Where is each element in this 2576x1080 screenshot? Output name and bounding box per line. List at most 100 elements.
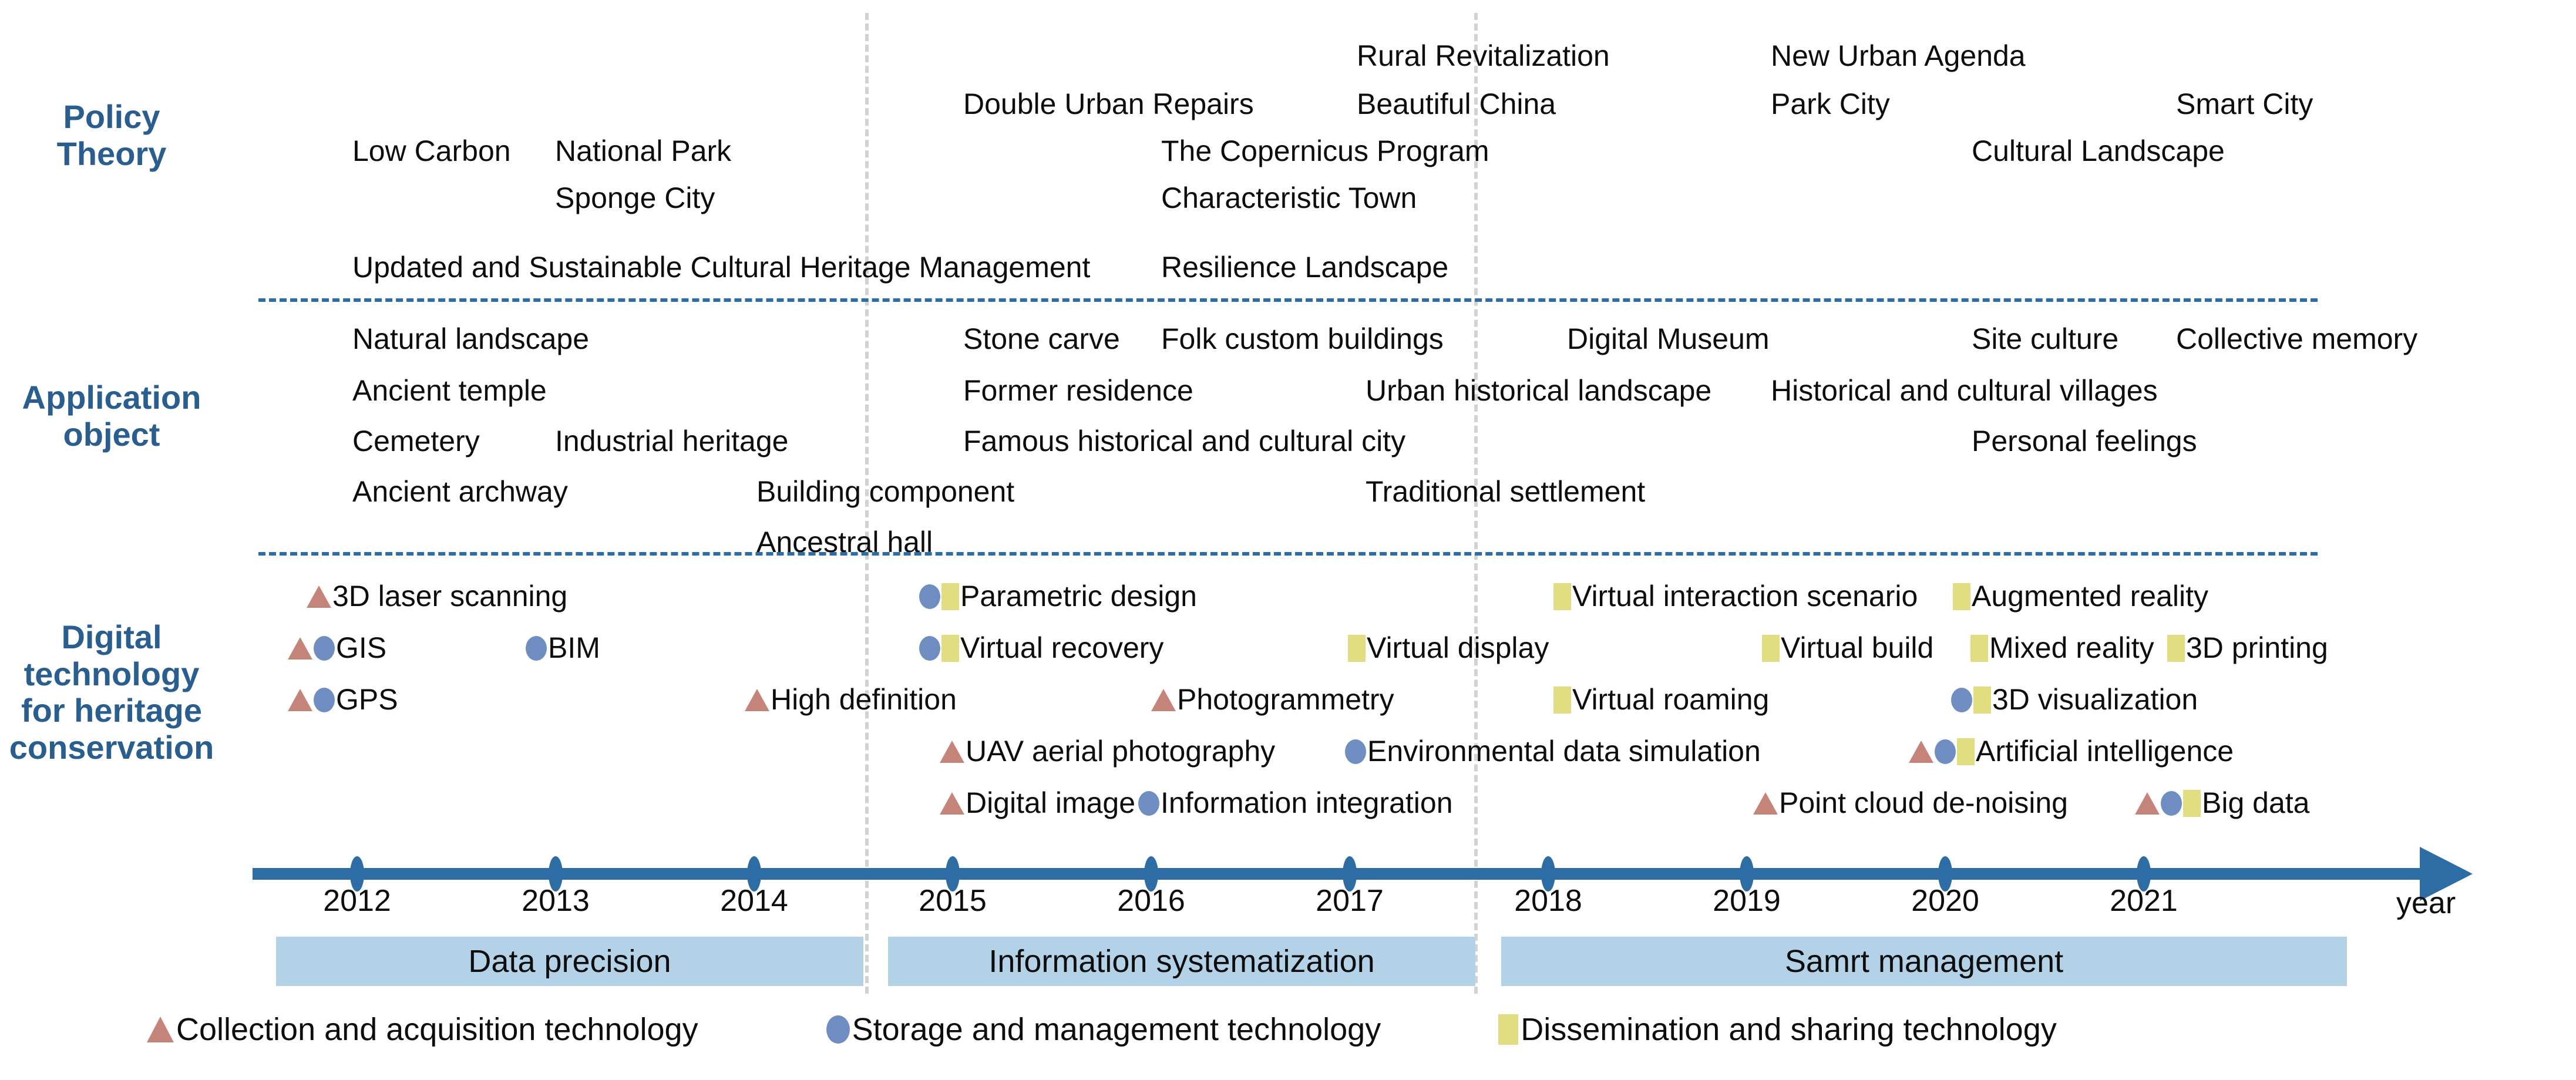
legend-item: Collection and acquisition technology: [147, 1011, 698, 1048]
timeline-tick: [747, 856, 761, 891]
axis-label-year: year: [2396, 886, 2456, 920]
digital-technology-item-label: High definition: [771, 683, 957, 716]
application-item: Building component: [756, 475, 1015, 508]
square-marker-icon: [2183, 789, 2201, 817]
legend: Collection and acquisition technology Sto…: [147, 1011, 2437, 1048]
digital-technology-item: Mixed reality: [1970, 633, 2154, 664]
timeline-tick: [350, 856, 364, 891]
square-marker-icon: [1348, 634, 1366, 662]
application-item: Historical and cultural villages: [1771, 374, 2158, 407]
policy-item: Cultural Landscape: [1972, 134, 2225, 167]
legend-item: Dissemination and sharing technology: [1498, 1011, 2057, 1048]
digital-technology-item: Virtual build: [1762, 633, 1933, 664]
application-item: Site culture: [1972, 322, 2119, 355]
digital-technology-item: Photogrammetry: [1151, 685, 1394, 714]
application-item: Digital Museum: [1567, 322, 1770, 355]
digital-technology-item: 3D visualization: [1951, 685, 2198, 715]
digital-technology-item: GPS: [288, 685, 398, 714]
digital-technology-item: 3D laser scanning: [307, 581, 567, 611]
timeline-arrow-icon: [2420, 847, 2473, 901]
digital-technology-item-label: 3D laser scanning: [332, 580, 568, 613]
year-label: 2012: [323, 884, 391, 918]
digital-technology-item-label: Photogrammetry: [1177, 683, 1394, 716]
year-label: 2020: [1911, 884, 1979, 918]
square-legend-icon: [1498, 1014, 1519, 1045]
square-marker-icon: [1553, 686, 1571, 714]
digital-technology-item: 3D printing: [2167, 633, 2328, 664]
row-label-policy-line1: Policy: [63, 98, 160, 135]
digital-technology-item: Artificial intelligence: [1909, 736, 2234, 767]
policy-item: Double Urban Repairs: [963, 88, 1254, 120]
application-item: Ancient archway: [352, 475, 568, 508]
policy-item: Smart City: [2176, 88, 2313, 120]
square-marker-icon: [1957, 738, 1975, 765]
triangle-marker-icon: [1753, 792, 1778, 815]
digital-technology-item: Parametric design: [919, 581, 1197, 612]
application-item: Traditional settlement: [1366, 475, 1646, 508]
legend-item-label: Collection and acquisition technology: [176, 1012, 698, 1047]
phase-bar: Data precision: [276, 937, 863, 986]
circle-marker-icon: [1345, 739, 1366, 764]
legend-item: Storage and management technology: [826, 1011, 1381, 1048]
year-label: 2016: [1117, 884, 1185, 918]
digital-technology-item-label: Environmental data simulation: [1367, 735, 1761, 768]
triangle-marker-icon: [1151, 688, 1176, 711]
policy-item: National Park: [555, 134, 732, 167]
triangle-legend-icon: [147, 1017, 174, 1042]
timeline-axis-line: [253, 868, 2426, 880]
row-label-digital-line1: Digital: [61, 618, 162, 655]
digital-technology-item-label: Virtual recovery: [960, 631, 1164, 664]
digital-technology-item-label: Digital image: [966, 786, 1136, 819]
digital-technology-item-label: Virtual display: [1367, 631, 1549, 664]
digital-technology-item: Virtual recovery: [919, 633, 1163, 664]
digital-technology-item-label: Mixed reality: [1989, 631, 2154, 664]
phase-bar-label: Samrt management: [1784, 944, 2064, 979]
phase-separator-2: [1474, 13, 1478, 994]
timeline-tick: [1144, 856, 1158, 891]
digital-technology-item: Augmented reality: [1953, 581, 2208, 612]
phase-bar-label: Information systematization: [988, 944, 1375, 979]
digital-technology-item-label: Augmented reality: [1972, 580, 2209, 613]
divider-application-digital: [258, 552, 2318, 556]
policy-item: Resilience Landscape: [1161, 251, 1449, 284]
row-label-digital-line2: technology: [23, 655, 200, 692]
square-marker-icon: [1970, 634, 1988, 662]
timeline-tick: [1938, 856, 1952, 891]
digital-technology-item-label: 3D printing: [2186, 631, 2328, 664]
divider-policy-application: [258, 298, 2318, 302]
application-item: Cemetery: [352, 425, 480, 457]
application-item: Famous historical and cultural city: [963, 425, 1406, 457]
application-item: Ancient temple: [352, 374, 547, 407]
year-label: 2013: [522, 884, 590, 918]
digital-technology-item: Digital image: [940, 788, 1135, 817]
digital-technology-item-label: Virtual build: [1781, 631, 1934, 664]
triangle-marker-icon: [1909, 740, 1933, 763]
square-marker-icon: [1953, 583, 1970, 610]
row-label-application-object: Application object: [0, 379, 223, 453]
digital-technology-item: Virtual interaction scenario: [1553, 581, 1918, 612]
digital-technology-item: Environmental data simulation: [1345, 736, 1761, 766]
circle-legend-icon: [826, 1015, 850, 1044]
digital-technology-item-label: 3D visualization: [1992, 683, 2198, 716]
policy-item: Rural Revitalization: [1357, 39, 1610, 72]
triangle-marker-icon: [288, 637, 312, 660]
row-label-policy-line2: Theory: [56, 134, 167, 172]
policy-item: Park City: [1771, 88, 1890, 120]
circle-marker-icon: [2161, 790, 2182, 816]
year-label: 2015: [919, 884, 987, 918]
timeline-tick: [549, 856, 563, 891]
application-item: Natural landscape: [352, 322, 590, 355]
circle-marker-icon: [314, 687, 335, 712]
digital-technology-item-label: Big data: [2202, 786, 2310, 819]
year-label: 2019: [1713, 884, 1781, 918]
year-label: 2018: [1514, 884, 1582, 918]
policy-item: Beautiful China: [1357, 88, 1556, 120]
triangle-marker-icon: [940, 792, 964, 815]
application-item: Former residence: [963, 374, 1193, 407]
digital-technology-item-label: Information integration: [1161, 786, 1453, 819]
digital-technology-item-label: UAV aerial photography: [966, 735, 1276, 768]
digital-technology-item-label: Virtual interaction scenario: [1572, 580, 1918, 613]
policy-item: Characteristic Town: [1161, 181, 1417, 214]
circle-marker-icon: [919, 584, 940, 609]
